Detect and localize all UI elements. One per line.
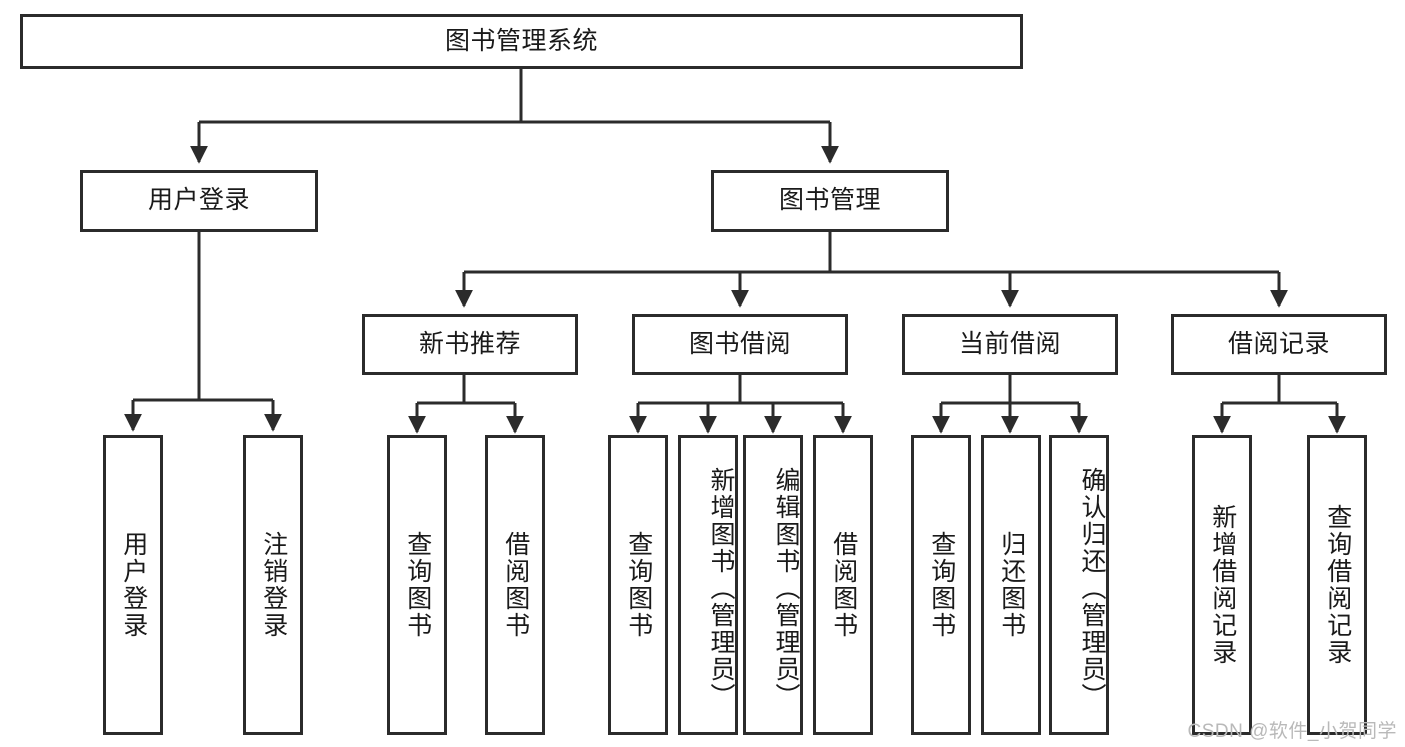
leaf-user-login-logout[interactable]: 注销登录	[243, 435, 303, 735]
node-user-login[interactable]: 用户登录	[80, 170, 318, 232]
node-label: 查询图书	[403, 531, 432, 639]
node-label: 图书管理	[778, 186, 881, 215]
node-label: 查询借阅记录	[1323, 504, 1352, 666]
node-book-management[interactable]: 图书管理	[711, 170, 949, 232]
node-label: 新书推荐	[418, 329, 521, 358]
node-label: 图书管理系统	[444, 26, 598, 55]
leaf-borrow-edit-book-admin[interactable]: 编辑图书（管理员）	[743, 435, 803, 735]
node-label: 确认归还（管理员）	[1078, 466, 1106, 710]
leaf-user-login-login[interactable]: 用户登录	[103, 435, 163, 735]
node-label: 图书借阅	[688, 329, 791, 358]
leaf-records-query-record[interactable]: 查询借阅记录	[1307, 435, 1367, 735]
node-book-borrow[interactable]: 图书借阅	[632, 314, 848, 375]
node-label: 注销登录	[259, 531, 288, 639]
node-label: 查询图书	[927, 531, 956, 639]
node-label: 查询图书	[624, 531, 653, 639]
leaf-borrow-borrow-book[interactable]: 借阅图书	[813, 435, 873, 735]
node-current-borrow[interactable]: 当前借阅	[902, 314, 1118, 375]
leaf-recommend-borrow-book[interactable]: 借阅图书	[485, 435, 545, 735]
leaf-recommend-query-book[interactable]: 查询图书	[387, 435, 447, 735]
leaf-current-confirm-return-admin[interactable]: 确认归还（管理员）	[1049, 435, 1109, 735]
leaf-current-return-book[interactable]: 归还图书	[981, 435, 1041, 735]
watermark: CSDN @软件_小贺同学	[1187, 721, 1397, 742]
node-new-book-recommend[interactable]: 新书推荐	[362, 314, 578, 375]
node-label: 归还图书	[997, 531, 1026, 639]
node-borrow-records[interactable]: 借阅记录	[1171, 314, 1387, 375]
leaf-current-query-book[interactable]: 查询图书	[911, 435, 971, 735]
node-label: 编辑图书（管理员）	[772, 466, 800, 710]
node-label: 借阅记录	[1227, 329, 1330, 358]
leaf-borrow-add-book-admin[interactable]: 新增图书（管理员）	[678, 435, 738, 735]
node-label: 用户登录	[119, 531, 148, 639]
node-root-system[interactable]: 图书管理系统	[20, 14, 1023, 69]
node-label: 新增图书（管理员）	[707, 466, 735, 710]
node-label: 借阅图书	[501, 531, 530, 639]
node-label: 当前借阅	[958, 329, 1061, 358]
leaf-borrow-query-book[interactable]: 查询图书	[608, 435, 668, 735]
node-label: 用户登录	[147, 186, 250, 215]
leaf-records-add-record[interactable]: 新增借阅记录	[1192, 435, 1252, 735]
node-label: 借阅图书	[829, 531, 858, 639]
node-label: 新增借阅记录	[1208, 504, 1237, 666]
